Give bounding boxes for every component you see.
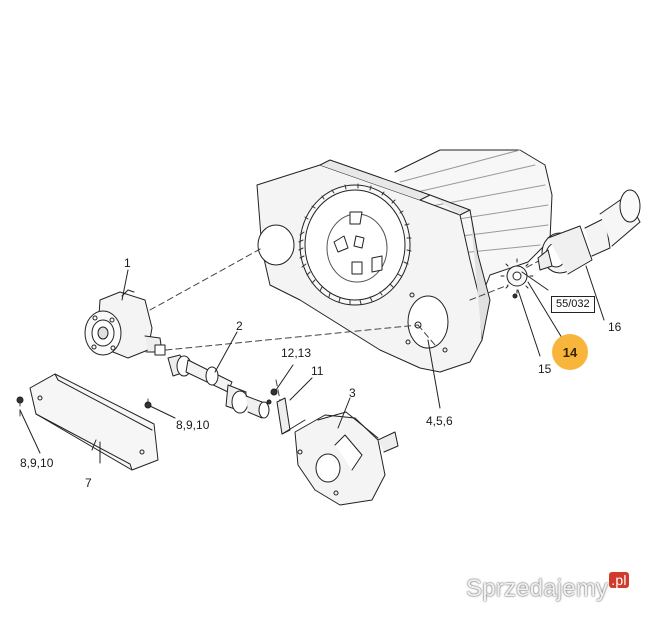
callout-1: 1 bbox=[124, 256, 131, 270]
callout-11: 11 bbox=[311, 364, 324, 378]
watermark: Sprzedajemy.pl bbox=[466, 572, 629, 603]
pto-shaft-part-16 bbox=[537, 189, 641, 275]
callout-4-5-6: 4,5,6 bbox=[426, 414, 453, 428]
callout-8-9-10-right: 8,9,10 bbox=[176, 418, 210, 432]
callout-12-13: 12,13 bbox=[281, 346, 312, 360]
angle-gearbox-part-1 bbox=[84, 289, 166, 359]
reference-box: 55/032 bbox=[551, 296, 595, 313]
sprocket-part-15 bbox=[500, 258, 534, 299]
bracket-part-11 bbox=[266, 388, 306, 435]
callout-3: 3 bbox=[349, 386, 356, 400]
callout-2: 2 bbox=[236, 319, 243, 333]
callout-7: 7 bbox=[85, 476, 92, 490]
callout-15: 15 bbox=[538, 362, 552, 376]
callout-8-9-10-left: 8,9,10 bbox=[20, 456, 54, 470]
watermark-text: Sprzedajemy bbox=[466, 575, 609, 602]
leader-lines bbox=[19, 265, 605, 464]
cardan-shaft-part-2 bbox=[167, 354, 270, 419]
cover-part-7 bbox=[16, 373, 159, 471]
callout-16: 16 bbox=[608, 320, 622, 334]
watermark-suffix: .pl bbox=[609, 572, 629, 588]
highlight-badge-14[interactable]: 14 bbox=[552, 334, 588, 370]
gear-motor-part-3 bbox=[294, 411, 399, 506]
gear-plate bbox=[256, 159, 491, 373]
badge-label: 14 bbox=[562, 344, 578, 360]
